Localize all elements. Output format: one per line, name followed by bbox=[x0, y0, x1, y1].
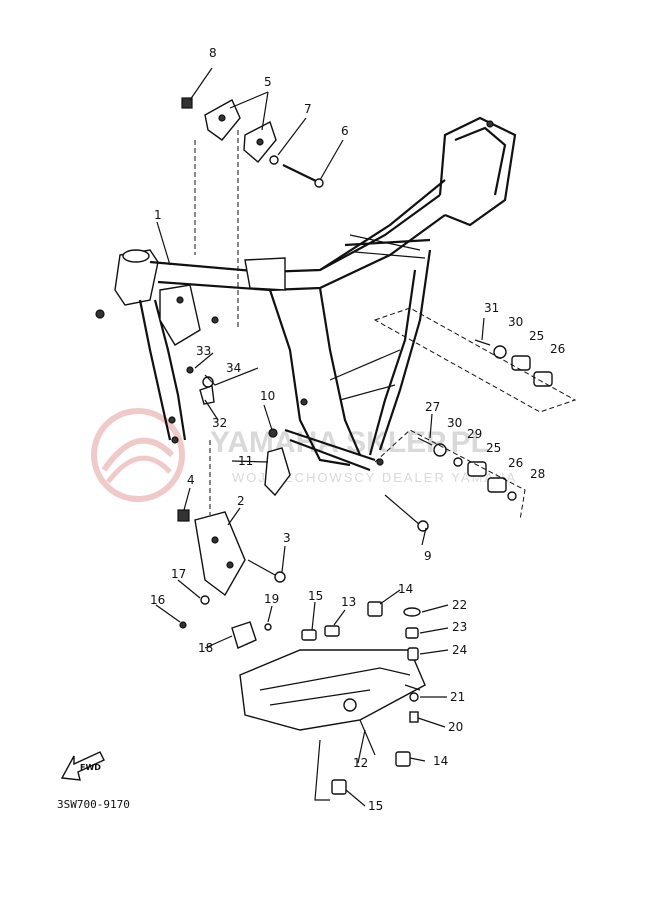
callout-31: 31 bbox=[484, 301, 499, 315]
callout-28: 28 bbox=[530, 467, 545, 481]
callout-26a: 26 bbox=[550, 342, 565, 356]
callout-14a: 14 bbox=[398, 582, 413, 596]
callout-30b: 30 bbox=[447, 416, 462, 430]
main-frame bbox=[95, 116, 517, 472]
watermark-logo bbox=[91, 408, 185, 502]
callout-29: 29 bbox=[467, 427, 482, 441]
callout-20: 20 bbox=[448, 720, 463, 734]
callout-27: 27 bbox=[425, 400, 440, 414]
callout-3: 3 bbox=[283, 531, 291, 545]
callout-19: 19 bbox=[264, 592, 279, 606]
callout-15a: 15 bbox=[308, 589, 323, 603]
callout-5: 5 bbox=[264, 75, 272, 89]
callout-2: 2 bbox=[237, 494, 245, 508]
callout-9: 9 bbox=[424, 549, 432, 563]
callout-24: 24 bbox=[452, 643, 467, 657]
callout-32: 32 bbox=[212, 416, 227, 430]
skid-plate bbox=[239, 601, 426, 801]
callout-23: 23 bbox=[452, 620, 467, 634]
callout-8: 8 bbox=[209, 46, 217, 60]
fwd-arrow-icon: FWD bbox=[60, 751, 105, 781]
callout-25a: 25 bbox=[529, 329, 544, 343]
callout-17: 17 bbox=[171, 567, 186, 581]
callout-11: 11 bbox=[238, 454, 253, 468]
callout-6: 6 bbox=[341, 124, 349, 138]
callout-4: 4 bbox=[187, 473, 195, 487]
callout-7: 7 bbox=[304, 102, 312, 116]
callout-16: 16 bbox=[150, 593, 165, 607]
leader-lines bbox=[155, 67, 485, 807]
diagram-code: 3SW700-9170 bbox=[57, 798, 130, 811]
callout-15b: 15 bbox=[368, 799, 383, 813]
callout-21: 21 bbox=[450, 690, 465, 704]
upper-engine-mounts bbox=[181, 97, 324, 188]
callout-18: 18 bbox=[198, 641, 213, 655]
callout-25b: 25 bbox=[486, 441, 501, 455]
callout-1: 1 bbox=[154, 208, 162, 222]
fwd-label: FWD bbox=[80, 763, 101, 772]
watermark-sub: WOJCIECHOWSCY DEALER YAMAHA bbox=[232, 470, 517, 485]
callout-34: 34 bbox=[226, 361, 241, 375]
callout-22: 22 bbox=[452, 598, 467, 612]
rear-engine-mount-hardware bbox=[373, 307, 577, 521]
side-brackets bbox=[177, 130, 429, 649]
callout-30a: 30 bbox=[508, 315, 523, 329]
callout-12: 12 bbox=[353, 756, 368, 770]
callout-13: 13 bbox=[341, 595, 356, 609]
callout-labels: 8 5 7 6 1 33 34 32 10 11 31 30 25 26 27 … bbox=[150, 46, 565, 813]
callout-14b: 14 bbox=[433, 754, 448, 768]
callout-10: 10 bbox=[260, 389, 275, 403]
callout-26b: 26 bbox=[508, 456, 523, 470]
callout-33: 33 bbox=[196, 344, 211, 358]
